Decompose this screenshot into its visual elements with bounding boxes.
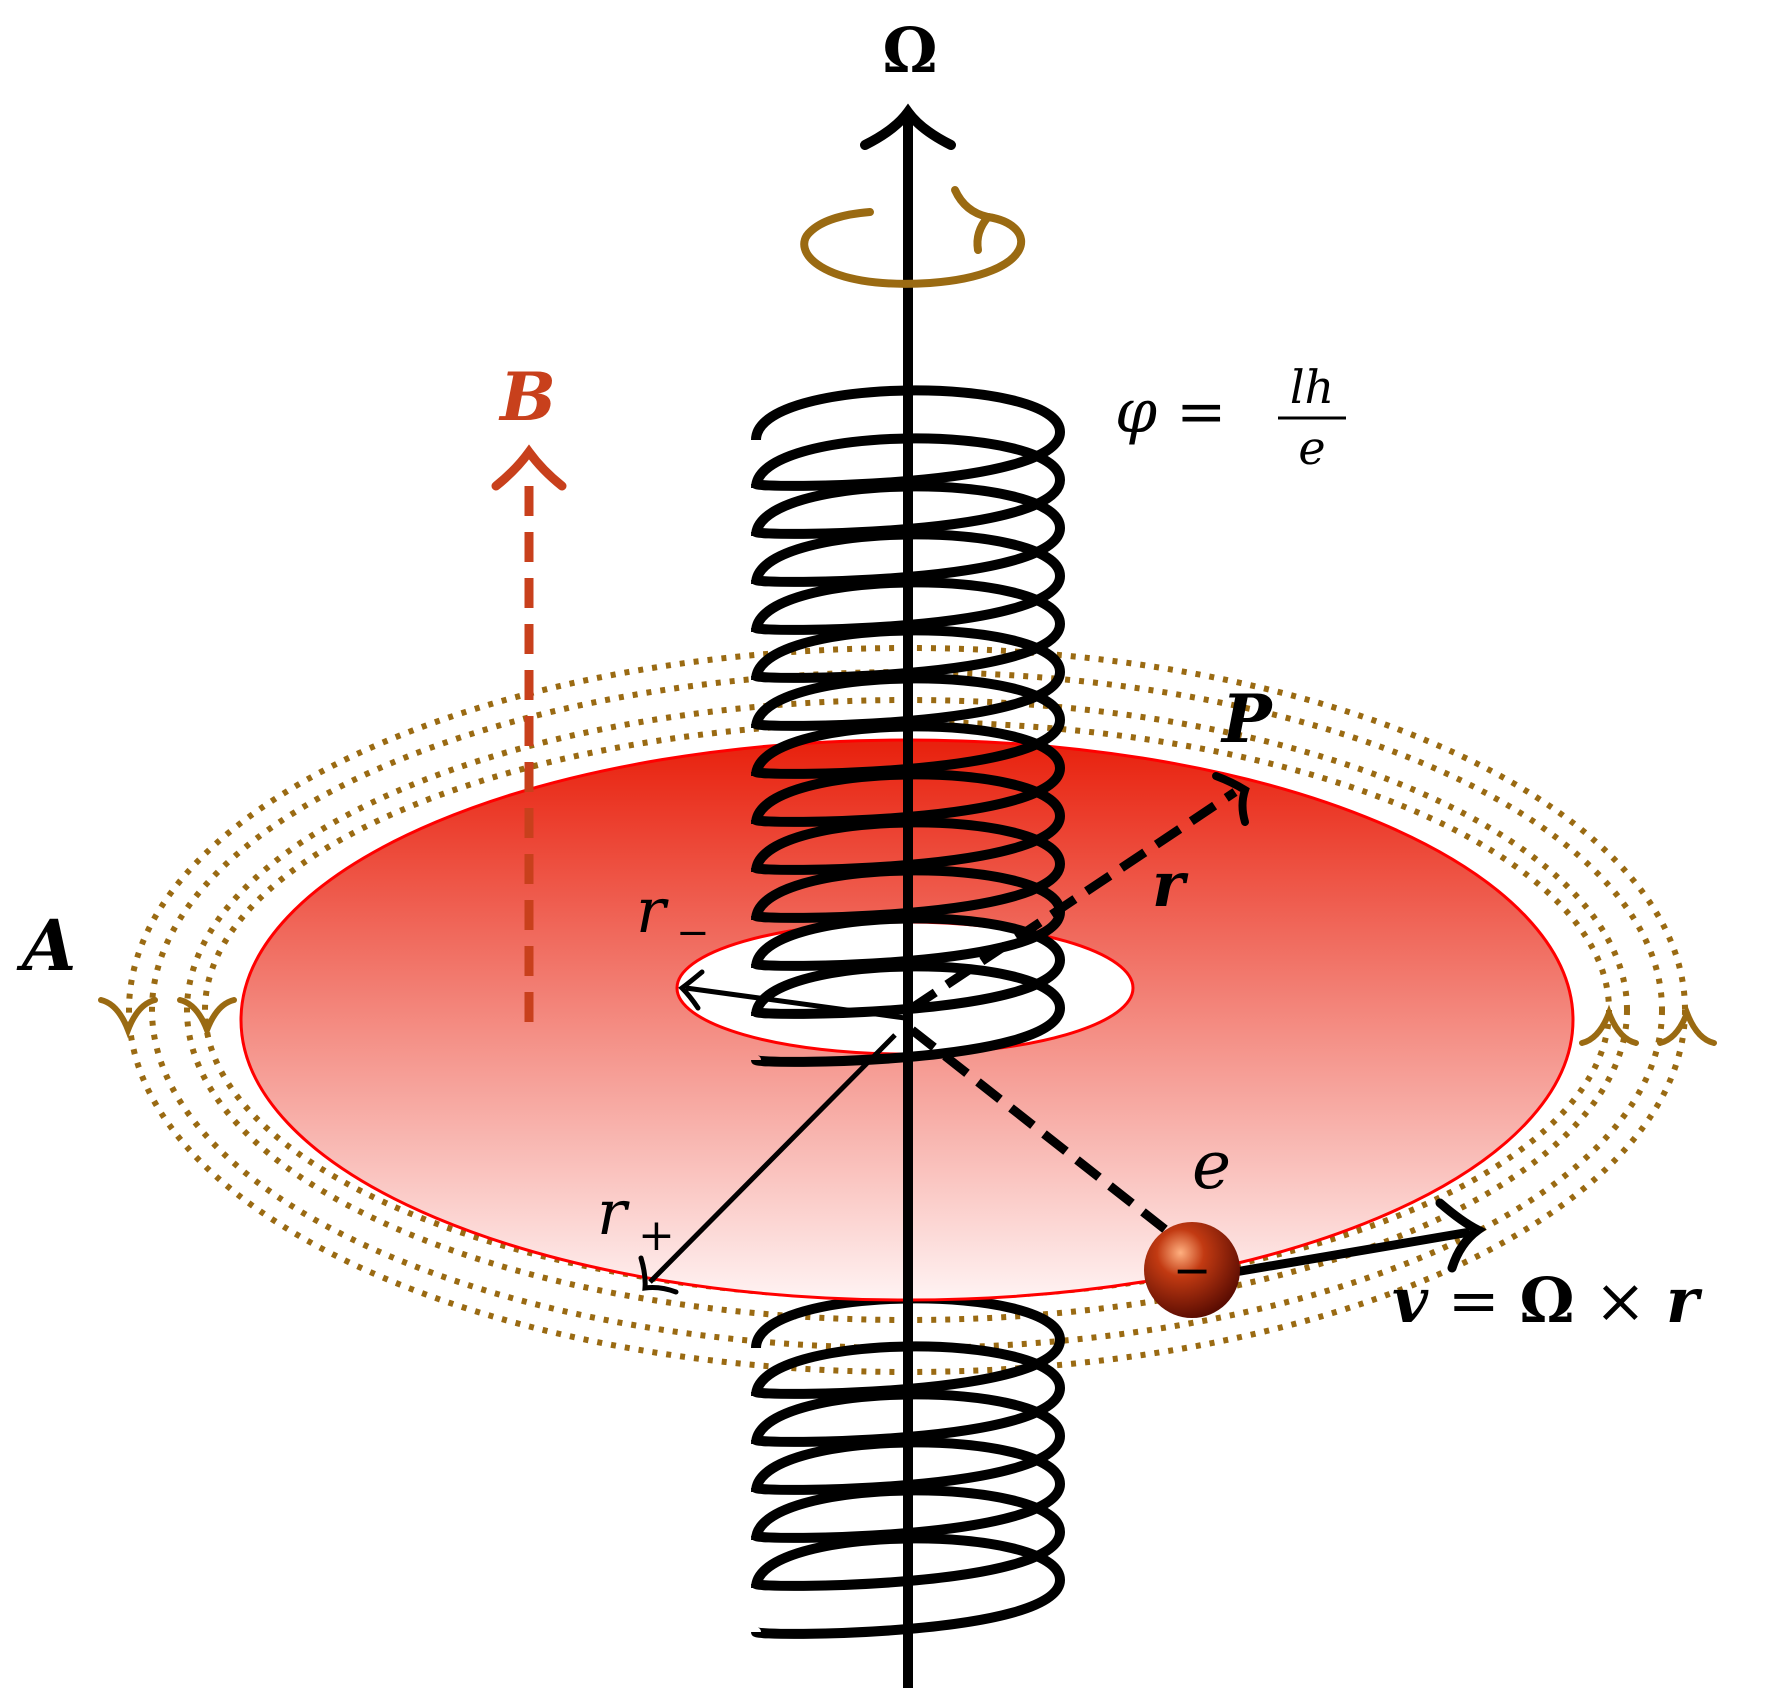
velocity-symbol: v [1392, 1264, 1429, 1337]
axis-arrowhead [860, 103, 956, 150]
r-plus-symbol: r [597, 1176, 630, 1249]
coil-turn-upper-4 [751, 577, 1066, 683]
potential-arrowheads [98, 997, 1717, 1046]
coil-turn-upper-2 [751, 481, 1066, 587]
coil-turn-upper-7 [751, 721, 1066, 827]
r-minus-symbol: r [636, 874, 669, 947]
coil-turn-upper-6 [751, 673, 1066, 779]
coil-turn-upper-9 [751, 817, 1066, 923]
electron-charge: − [1144, 1222, 1240, 1318]
rotation-indicator [800, 186, 1026, 288]
coil-turn-lower-5 [751, 1533, 1066, 1639]
r-minus-subscript: − [676, 910, 710, 956]
coil-turn-upper-11 [751, 913, 1066, 1019]
coil-turn-lower-3 [751, 1437, 1066, 1543]
omega-label: Ω [882, 14, 937, 87]
velocity-label: v = Ω × r [1392, 1264, 1703, 1337]
velocity-omega: Ω [1519, 1264, 1574, 1337]
b-field-label: B [498, 358, 556, 436]
coil-turn-lower-1 [751, 1341, 1066, 1447]
coil-turn-upper-1 [751, 433, 1066, 539]
potential-a-label: A [16, 904, 76, 987]
solenoid-coil-lower [751, 1293, 1066, 1639]
velocity-times: × [1575, 1264, 1666, 1337]
charge-e-label: e [1192, 1127, 1231, 1204]
position-vector-p [909, 772, 1250, 1012]
coil-turn-lower-2 [751, 1389, 1066, 1495]
charge-sign: − [1173, 1243, 1212, 1297]
flux-label: φ = lh e [1115, 360, 1346, 475]
flux-lhs: φ = [1115, 377, 1226, 447]
rotation-axis [860, 103, 956, 1688]
coil-turn-upper-5 [751, 625, 1066, 731]
coil-turn-upper-8 [751, 769, 1066, 875]
position-r-label: r [1152, 848, 1189, 921]
point-p-label: P [1220, 680, 1274, 758]
coil-turn-upper-3 [751, 529, 1066, 635]
flux-numerator: lh [1290, 360, 1334, 414]
velocity-equals: = [1428, 1264, 1519, 1337]
flux-denominator: e [1298, 421, 1325, 475]
coil-turn-lower-0 [751, 1293, 1066, 1399]
magnetic-field-arrow [491, 444, 567, 1022]
inner-radius-arrow [678, 969, 906, 1021]
charge-radius-line [909, 1026, 1188, 1249]
coil-turn-upper-12 [751, 961, 1066, 1067]
coil-turn-lower-4 [751, 1485, 1066, 1591]
outer-radius-arrow [638, 1033, 897, 1295]
solenoid-coil-upper [751, 385, 1066, 1067]
velocity-arrow [1234, 1198, 1487, 1277]
coil-turn-upper-0 [751, 385, 1066, 491]
r-plus-label: r + [597, 1176, 675, 1261]
r-plus-subscript: + [638, 1210, 675, 1261]
r-minus-label: r − [636, 874, 710, 956]
velocity-r: r [1666, 1264, 1703, 1337]
